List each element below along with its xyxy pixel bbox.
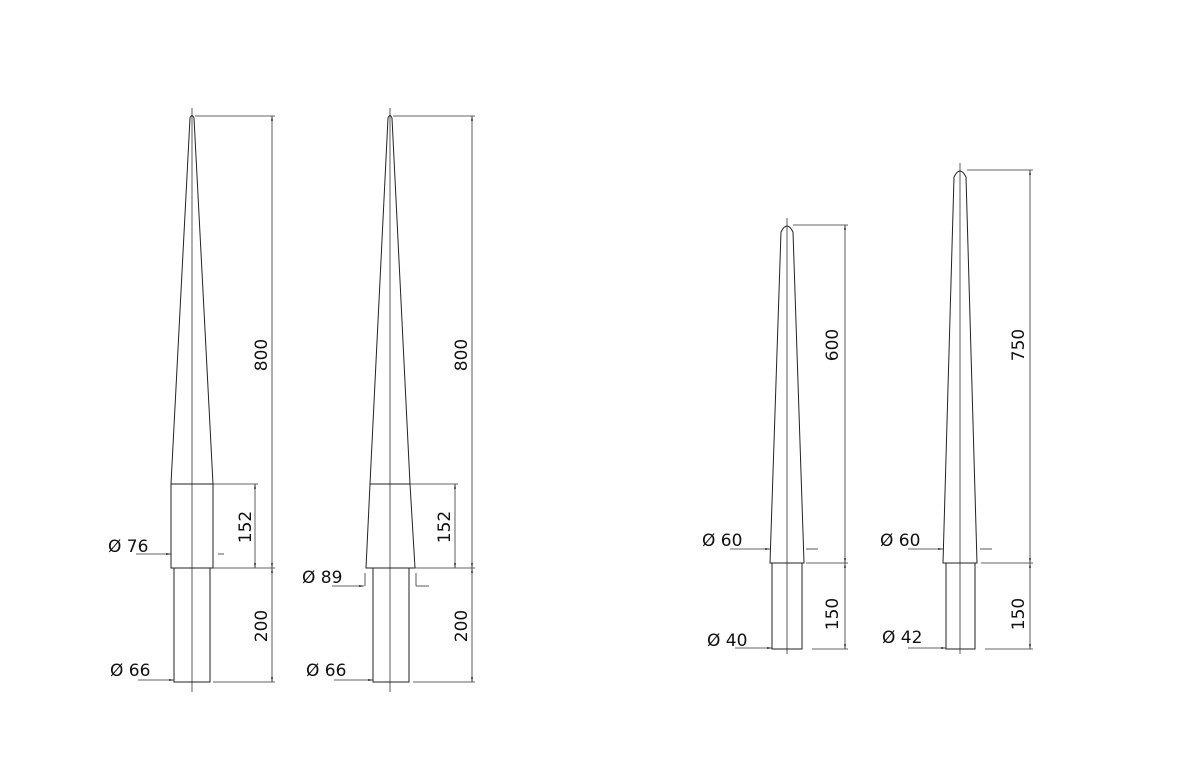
height-label: 750 (1009, 329, 1029, 361)
spike-3: 600 150 Ø 60 Ø 40 (702, 218, 848, 654)
diameter-shaft-label: Ø 66 (306, 661, 346, 681)
diameter-top-label: Ø 60 (702, 531, 742, 551)
collar-label: 152 (435, 511, 455, 543)
spike-1: 800 152 200 Ø 76 Ø 66 (108, 108, 275, 692)
diameter-top-label: Ø 76 (108, 537, 148, 557)
diameter-shaft-label: Ø 40 (707, 631, 747, 651)
cone (170, 115, 214, 485)
shaft (173, 567, 211, 683)
spike-2: 800 152 200 Ø 89 Ø 66 (302, 108, 475, 692)
collar-label: 152 (236, 511, 256, 543)
height-label: 600 (823, 329, 843, 361)
height-label: 800 (252, 339, 272, 371)
diameter-top-label: Ø 60 (880, 531, 920, 551)
shaft-label: 150 (823, 598, 843, 630)
diameter-shaft-label: Ø 42 (882, 628, 922, 648)
height-label: 800 (452, 339, 472, 371)
diameter-shaft-label: Ø 66 (110, 661, 150, 681)
shaft-label: 150 (1009, 598, 1029, 630)
shaft-label: 200 (252, 610, 272, 642)
shaft-label: 200 (452, 610, 472, 642)
spike-4: 750 150 Ø 60 Ø 42 (880, 163, 1033, 654)
diameter-top-label: Ø 89 (302, 568, 342, 588)
